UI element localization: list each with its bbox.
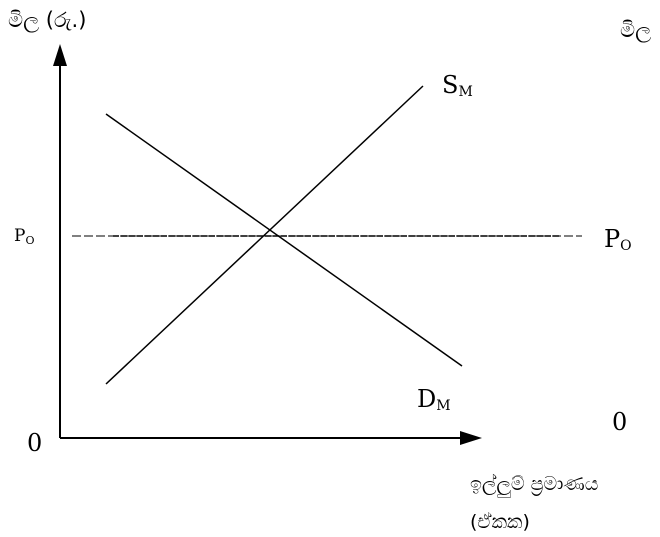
x-axis-arrowhead	[460, 431, 482, 445]
supply-curve	[105, 85, 424, 385]
y-axis-label-cut: මිල	[620, 18, 652, 42]
supply-curve-label: SM	[442, 71, 473, 100]
y-axis-arrowhead	[53, 44, 67, 66]
origin-label: 0	[27, 429, 43, 457]
zero-label-right: 0	[612, 408, 628, 436]
y-axis-label: මිල (රු.)	[8, 8, 87, 32]
x-axis-unit-label: (ඒකක)	[470, 511, 530, 533]
demand-curve-label: DM	[417, 385, 451, 414]
demand-curve	[105, 113, 463, 367]
price-label-left: PO	[14, 226, 35, 247]
price-label-right: PO	[604, 225, 632, 254]
x-axis-label: ඉල්ලුම් ප්‍රමාණය	[470, 473, 599, 495]
